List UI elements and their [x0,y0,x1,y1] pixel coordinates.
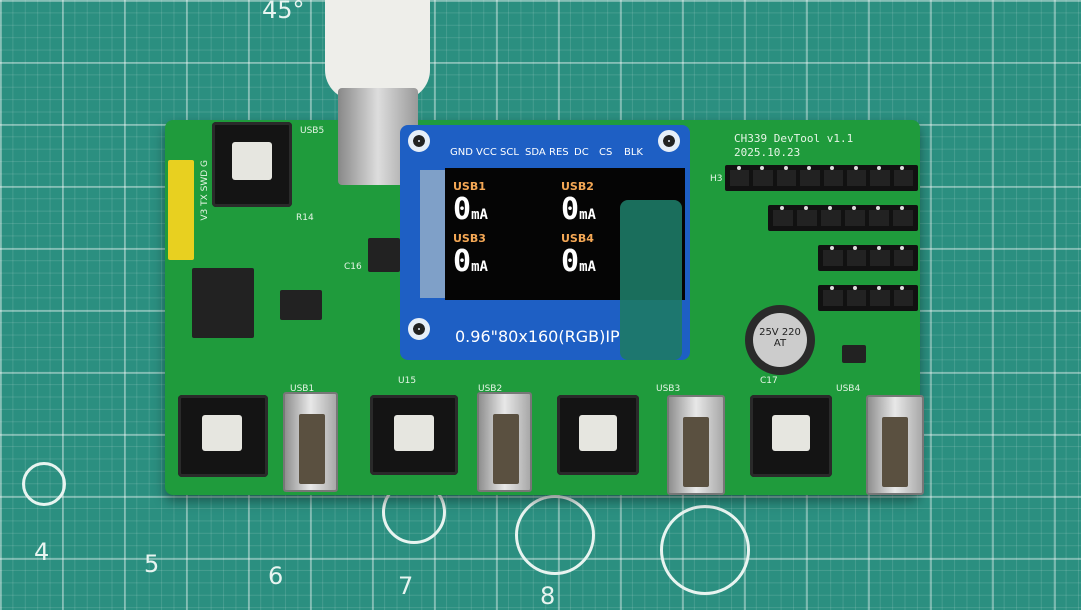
pin-label: GND [450,147,473,158]
button-usb3[interactable] [557,395,639,475]
mat-number: 5 [144,550,160,578]
mount-hole [658,130,680,152]
swd-header [168,160,194,260]
usb-a-port-1[interactable] [283,392,338,492]
channel-reading: 0mA [561,192,596,227]
mount-hole [408,130,430,152]
button-top[interactable] [212,122,292,207]
silk-label: USB4 [836,384,861,394]
usb-a-port-4[interactable] [866,395,924,495]
chip [280,290,322,320]
mat-circle [515,495,595,575]
silk-label-r14: R14 [296,213,314,223]
button-usb2[interactable] [370,395,458,475]
mat-circle [22,462,66,506]
swd-label: V3 TX SWD G [200,160,210,221]
pin-label: VCC [476,147,497,158]
mat-number: 8 [540,582,556,610]
header-h8 [768,205,918,231]
button-usb4[interactable] [750,395,832,477]
silk-label-u15: U15 [398,376,417,386]
channel-label: USB3 [453,232,486,245]
mat-number: 4 [34,538,50,566]
silk-label: USB1 [290,384,315,394]
channel-label: USB2 [561,180,594,193]
mat-angle-label: 45° [262,0,305,24]
lcd-label: 0.96"80x160(RGB)IPS [455,327,620,346]
chip [368,238,400,272]
usb-c-cable [325,0,430,100]
pin-label: DC [574,147,589,158]
channel-reading: 0mA [453,192,488,227]
lcd-pins: GND VCC SCL SDA RES DC CS BLK [450,125,655,165]
mat-number: 6 [268,562,284,590]
usb-a-port-3[interactable] [667,395,725,495]
capacitor: 25V 220 AT [745,305,815,375]
channel-reading: 0mA [453,244,488,279]
header-h5 [818,245,918,271]
button-usb1[interactable] [178,395,268,477]
header-h3 [725,165,918,191]
silk-label-h3: H3 [710,174,723,184]
header-h6 [818,285,918,311]
channel-label: USB4 [561,232,594,245]
capacitor-label: 25V 220 AT [753,313,807,367]
channel-label: USB1 [453,180,486,193]
mount-hole [408,318,430,340]
channel-reading: 0mA [561,244,596,279]
pin-label: BLK [624,147,643,158]
transistor-q4 [842,345,866,363]
pin-label: RES [549,147,569,158]
silk-label-c16: C16 [344,262,362,272]
usb-a-port-2[interactable] [477,392,532,492]
board-date: 2025.10.23 [734,146,801,159]
pin-label: SCL [500,147,519,158]
board-title: CH339 DevTool v1.1 [734,132,854,145]
silk-label: USB5 [300,126,325,136]
pin-label: SDA [525,147,546,158]
silk-label: USB3 [656,384,681,394]
pin-label: CS [599,147,613,158]
mat-number: 7 [398,572,414,600]
mat-circle [660,505,750,595]
chip-u2 [192,268,254,338]
lcd-flex [420,170,445,298]
protective-film-tab[interactable] [620,200,682,360]
silk-label: USB2 [478,384,503,394]
silk-label-c17: C17 [760,376,778,386]
